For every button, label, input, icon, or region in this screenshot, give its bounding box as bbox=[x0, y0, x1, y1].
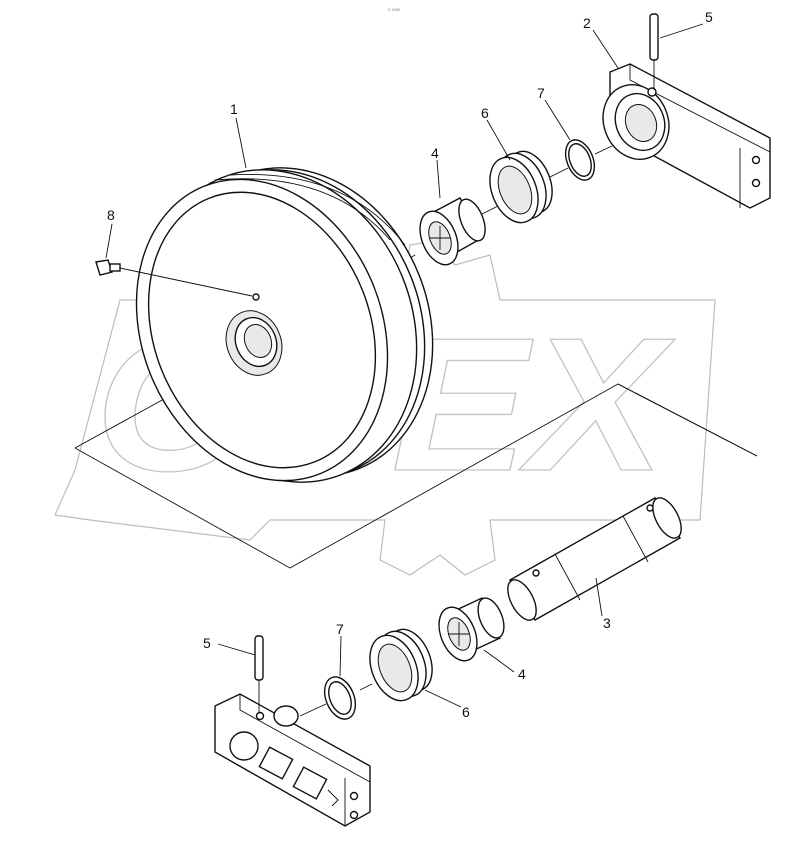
callout-bracket-top: 2 bbox=[583, 15, 591, 31]
idler-wheel bbox=[135, 167, 434, 483]
callout-seal-top: 6 bbox=[481, 105, 489, 121]
callout-seal-bottom: 6 bbox=[462, 704, 470, 720]
callout-numbers: 1 2 3 4 4 5 5 6 6 7 7 8 bbox=[107, 9, 713, 720]
seal-top bbox=[489, 150, 553, 224]
callout-bushing-bottom: 4 bbox=[518, 666, 526, 682]
bracket-bottom bbox=[214, 693, 371, 827]
leader-lines bbox=[105, 23, 704, 708]
callout-plug-bolt: 8 bbox=[107, 207, 115, 223]
callout-oring-top: 7 bbox=[537, 85, 545, 101]
callout-idler-wheel: 1 bbox=[230, 101, 238, 117]
callout-shaft: 3 bbox=[603, 615, 611, 631]
callout-oring-bottom: 7 bbox=[336, 621, 344, 637]
oring-top bbox=[564, 139, 596, 181]
pin-bottom bbox=[254, 635, 264, 712]
shaft bbox=[469, 497, 682, 629]
stamp-text: 0 1990 bbox=[388, 7, 401, 12]
oring-bottom bbox=[299, 676, 357, 720]
seal-bottom bbox=[359, 628, 433, 702]
callout-bushing-top: 4 bbox=[431, 145, 439, 161]
callout-pin-top: 5 bbox=[705, 9, 713, 25]
bushing-bottom bbox=[438, 597, 505, 662]
callout-pin-bottom: 5 bbox=[203, 635, 211, 651]
pin-top bbox=[649, 13, 659, 90]
bracket-top bbox=[602, 63, 771, 209]
bushing-top bbox=[419, 197, 486, 266]
plug-bolt bbox=[95, 259, 253, 297]
